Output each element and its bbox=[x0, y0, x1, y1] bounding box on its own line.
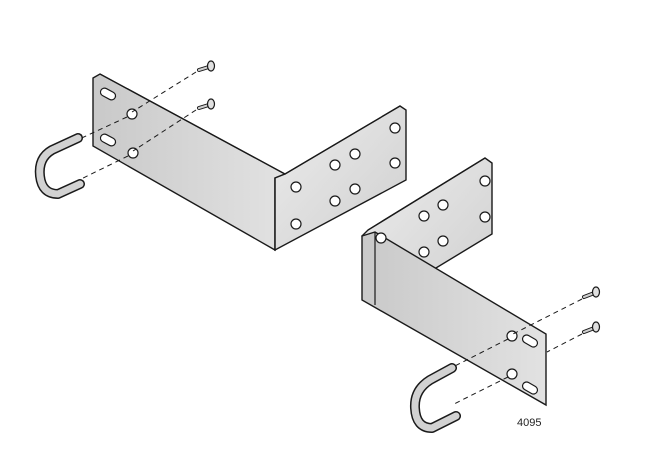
lower-plate-hole bbox=[437, 235, 449, 247]
lower-plate-hole bbox=[375, 232, 387, 244]
upper-handle bbox=[34, 133, 85, 199]
upper-ear-slot-bottom bbox=[99, 133, 117, 147]
upper-ear-hole bbox=[126, 108, 138, 120]
lower-screw-bottom bbox=[582, 321, 601, 334]
upper-plate-hole bbox=[349, 148, 361, 160]
lower-ear-slot-bottom bbox=[521, 381, 539, 395]
upper-ear-slot-top bbox=[99, 87, 117, 101]
lower-plate-hole bbox=[418, 246, 430, 258]
figure-number: 4095 bbox=[517, 417, 542, 429]
lower-bracket bbox=[361, 157, 547, 407]
upper-screw-top bbox=[197, 60, 216, 72]
upper-bracket-ear bbox=[92, 73, 287, 252]
upper-plate-hole bbox=[349, 183, 361, 195]
upper-ear-hole bbox=[127, 147, 139, 159]
lower-plate-hole bbox=[479, 211, 491, 223]
upper-plate-hole bbox=[290, 181, 302, 193]
upper-plate-hole bbox=[290, 218, 302, 230]
upper-plate-hole bbox=[389, 157, 401, 169]
lower-plate-hole bbox=[418, 210, 430, 222]
lower-handle bbox=[409, 363, 461, 433]
lower-ear-slot-top bbox=[521, 334, 539, 348]
upper-screw-bottom bbox=[197, 98, 216, 110]
upper-plate-hole bbox=[329, 195, 341, 207]
lower-bracket-ear bbox=[361, 231, 547, 407]
upper-bracket bbox=[92, 73, 407, 252]
upper-plate-hole bbox=[389, 122, 401, 134]
lower-plate-hole bbox=[479, 175, 491, 187]
upper-alignment-lines bbox=[59, 71, 197, 183]
lower-ear-hole bbox=[506, 368, 518, 380]
upper-plate-hole bbox=[329, 159, 341, 171]
lower-screw-top bbox=[582, 286, 601, 299]
lower-plate-hole bbox=[437, 199, 449, 211]
